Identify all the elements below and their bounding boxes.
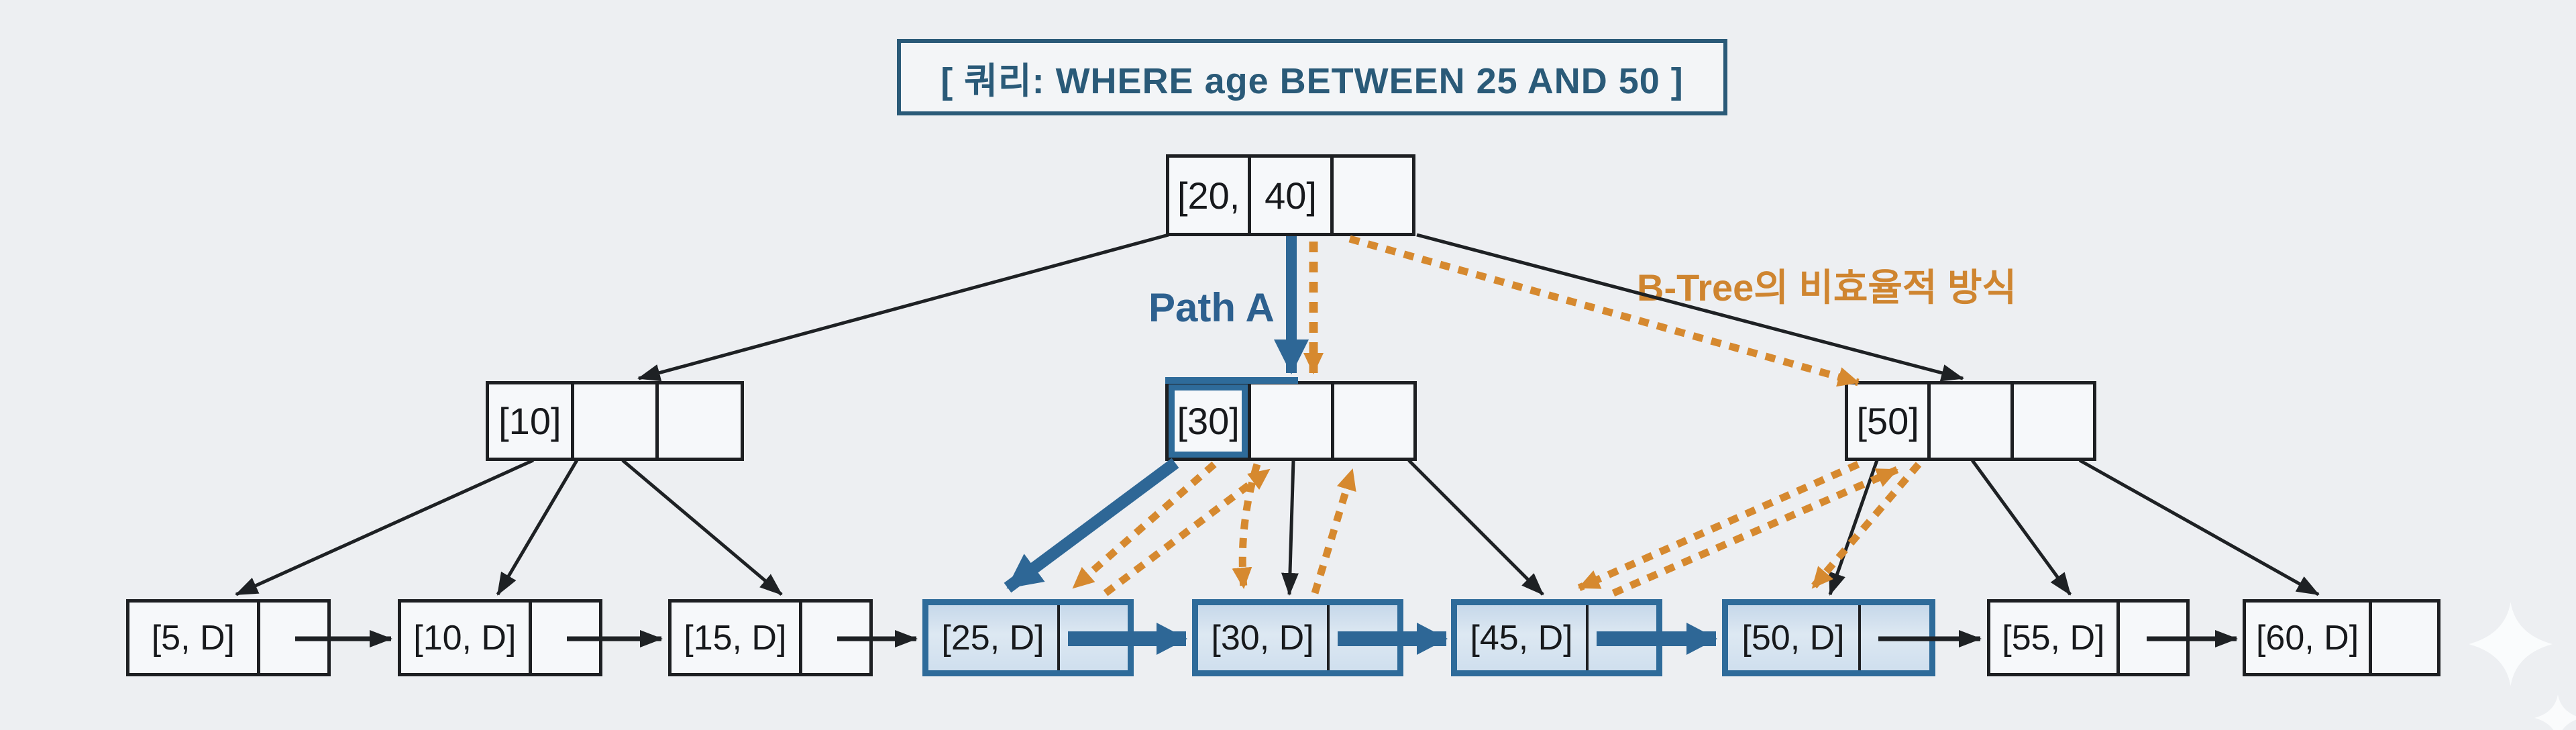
sparkle-icon xyxy=(2469,602,2553,686)
leaf-node-55: [55, D] xyxy=(1987,599,2190,676)
edge-node10-to-leaf5 xyxy=(235,458,535,596)
edge-root-to-node10 xyxy=(637,233,1169,382)
edge-node10-to-leaf15 xyxy=(621,459,783,596)
leaf-label: [60, D] xyxy=(2246,603,2373,673)
node10-cell-empty2 xyxy=(659,384,741,458)
leaf-label: [55, D] xyxy=(1990,603,2120,673)
leaf-pointer-cell xyxy=(1060,605,1128,670)
leaf-label: [30, D] xyxy=(1198,605,1330,670)
leaf-pointer-cell xyxy=(1330,605,1397,670)
root-cell-key1: [20, xyxy=(1169,158,1252,233)
leaf-node-45-highlighted: [45, D] xyxy=(1451,599,1662,676)
leaf-node-5: [5, D] xyxy=(126,599,331,676)
leaf-pointer-cell xyxy=(532,603,599,673)
node30-cell-empty2 xyxy=(1334,384,1413,458)
edge-node30-to-leaf45 xyxy=(1407,459,1544,596)
root-cell-key2: 40] xyxy=(1251,158,1334,233)
leaf-node-60: [60, D] xyxy=(2243,599,2440,676)
leaf-label: [45, D] xyxy=(1457,605,1589,670)
orange-node30-down-to-leaf30 xyxy=(1232,463,1261,589)
edge-node50-to-leaf60 xyxy=(2078,458,2320,596)
leaf-pointer-cell xyxy=(802,603,869,673)
leaf-node-30-highlighted: [30, D] xyxy=(1192,599,1403,676)
leaf-node-15: [15, D] xyxy=(668,599,873,676)
leaf-pointer-cell xyxy=(2372,603,2437,673)
leaf-node-50-highlighted: [50, D] xyxy=(1722,599,1935,676)
edge-node30-to-leaf30 xyxy=(1281,460,1299,596)
leaf-label: [10, D] xyxy=(401,603,532,673)
node10-cell-empty1 xyxy=(574,384,659,458)
sparkle-small-icon xyxy=(2534,694,2576,730)
internal-node-50: [50] xyxy=(1845,381,2096,461)
internal-node-30: [30] xyxy=(1165,381,1417,461)
root-cell-empty xyxy=(1334,158,1412,233)
leaf-node-10: [10, D] xyxy=(398,599,602,676)
query-banner-text: [ 쿼리: WHERE age BETWEEN 25 AND 50 ] xyxy=(941,60,1684,101)
node50-cell-empty1 xyxy=(1931,384,2014,458)
orange-node50-down-to-leaf50 xyxy=(1809,462,1922,590)
node50-cell-key: [50] xyxy=(1848,384,1931,458)
leaf-pointer-cell xyxy=(260,603,327,673)
btree-inefficient-label: B-Tree의 비효율적 방식 xyxy=(1637,266,2017,309)
node30-cell-empty1 xyxy=(1251,384,1334,458)
node50-cell-empty2 xyxy=(2014,384,2093,458)
internal-node-10: [10] xyxy=(486,381,744,461)
query-banner: [ 쿼리: WHERE age BETWEEN 25 AND 50 ] xyxy=(897,39,1727,115)
path-a-node30-to-leaf25 xyxy=(1004,458,1179,593)
leaf-node-25-highlighted: [25, D] xyxy=(922,599,1134,676)
orange-leaf45-up-to-node50 xyxy=(1611,466,1899,597)
orange-leaf30-up-to-node30 xyxy=(1311,468,1356,594)
orange-leaf25-up-to-node30 xyxy=(1103,466,1272,596)
leaf-label: [50, D] xyxy=(1728,605,1861,670)
path-a-label: Path A xyxy=(1148,285,1275,330)
leaf-pointer-cell xyxy=(1589,605,1656,670)
root-node: [20, 40] xyxy=(1166,154,1415,236)
orange-node30-down-to-leaf25 xyxy=(1071,461,1217,591)
leaf-label: [15, D] xyxy=(672,603,802,673)
leaf-pointer-cell xyxy=(1861,605,1929,670)
edge-node50-to-leaf55 xyxy=(1970,459,2072,596)
node30-cell-key: [30] xyxy=(1169,384,1252,458)
node10-cell-key: [10] xyxy=(489,384,574,458)
edge-node50-to-leaf50 xyxy=(1828,460,1879,596)
orange-node50-down-to-leaf45 xyxy=(1577,460,1860,592)
leaf-label: [5, D] xyxy=(129,603,260,673)
leaf-pointer-cell xyxy=(2120,603,2186,673)
node30-blue-top-edge xyxy=(1165,377,1298,384)
edge-node10-to-leaf10 xyxy=(496,459,579,596)
leaf-label: [25, D] xyxy=(928,605,1061,670)
